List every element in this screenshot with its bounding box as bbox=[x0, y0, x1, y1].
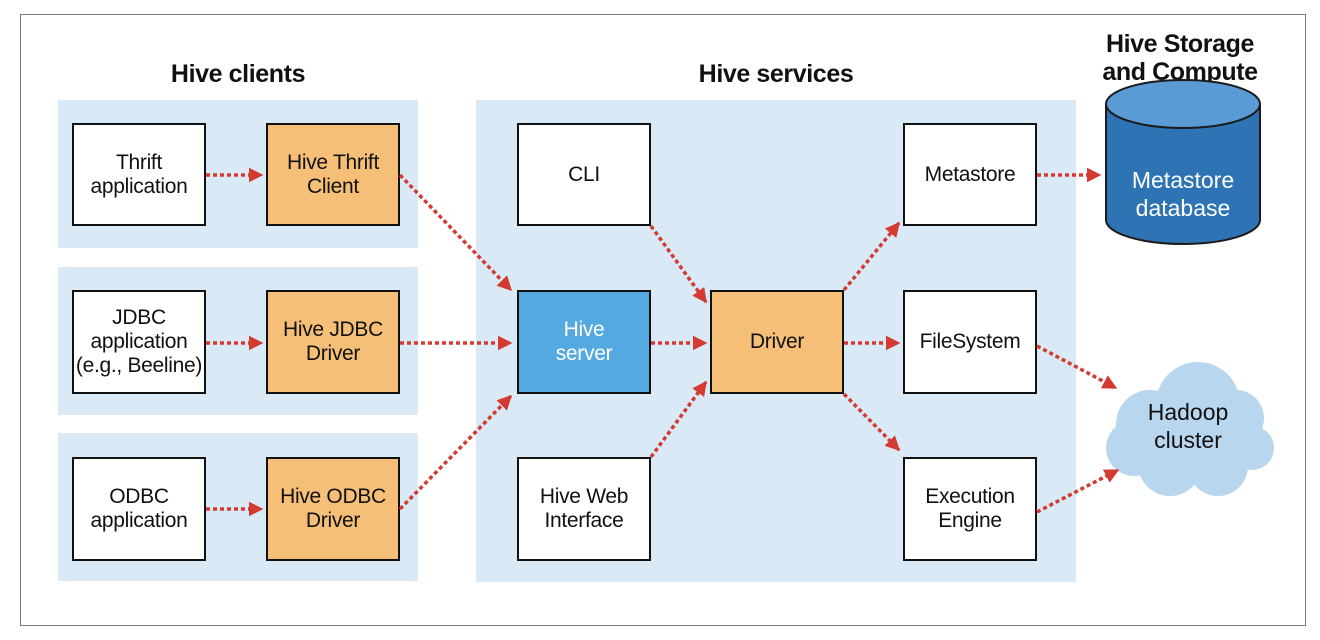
arrow-execution-engine-to-hadoop bbox=[1036, 468, 1120, 514]
arrow-odbc-driver-to-server bbox=[398, 394, 513, 511]
hive-web-interface-box: Hive Web Interface bbox=[517, 457, 651, 561]
metastore-database-label: Metastore database bbox=[1131, 167, 1235, 221]
hive-server-box: Hive server bbox=[517, 290, 651, 394]
hive-odbc-driver-box: Hive ODBC Driver bbox=[266, 457, 400, 561]
arrow-thrift-client-to-server bbox=[398, 173, 513, 292]
arrow-driver-to-execution-engine bbox=[842, 392, 901, 452]
heading-hive-services: Hive services bbox=[698, 60, 854, 88]
arrow-filesystem-to-hadoop bbox=[1036, 344, 1118, 390]
thrift-application-box: Thrift application bbox=[72, 123, 206, 226]
connection-arrows bbox=[206, 167, 1120, 517]
filesystem-box: FileSystem bbox=[903, 290, 1037, 394]
metastore-box: Metastore bbox=[903, 123, 1037, 226]
hive-thrift-client-box: Hive Thrift Client bbox=[266, 123, 400, 226]
hadoop-cluster-label: Hadoop cluster bbox=[1147, 399, 1229, 453]
arrow-web-to-driver bbox=[649, 380, 708, 459]
hive-jdbc-driver-box: Hive JDBC Driver bbox=[266, 290, 400, 394]
execution-engine-box: Execution Engine bbox=[903, 457, 1037, 561]
cli-box: CLI bbox=[517, 123, 651, 226]
heading-hive-clients: Hive clients bbox=[170, 60, 306, 88]
arrow-driver-to-metastore bbox=[842, 221, 901, 292]
arrow-cli-to-driver bbox=[649, 224, 708, 304]
cloud-icon bbox=[1106, 362, 1274, 496]
odbc-application-box: ODBC application bbox=[72, 457, 206, 561]
jdbc-application-box: JDBC application (e.g., Beeline) bbox=[72, 290, 206, 394]
database-cylinder-icon bbox=[1105, 79, 1261, 245]
driver-box: Driver bbox=[710, 290, 844, 394]
